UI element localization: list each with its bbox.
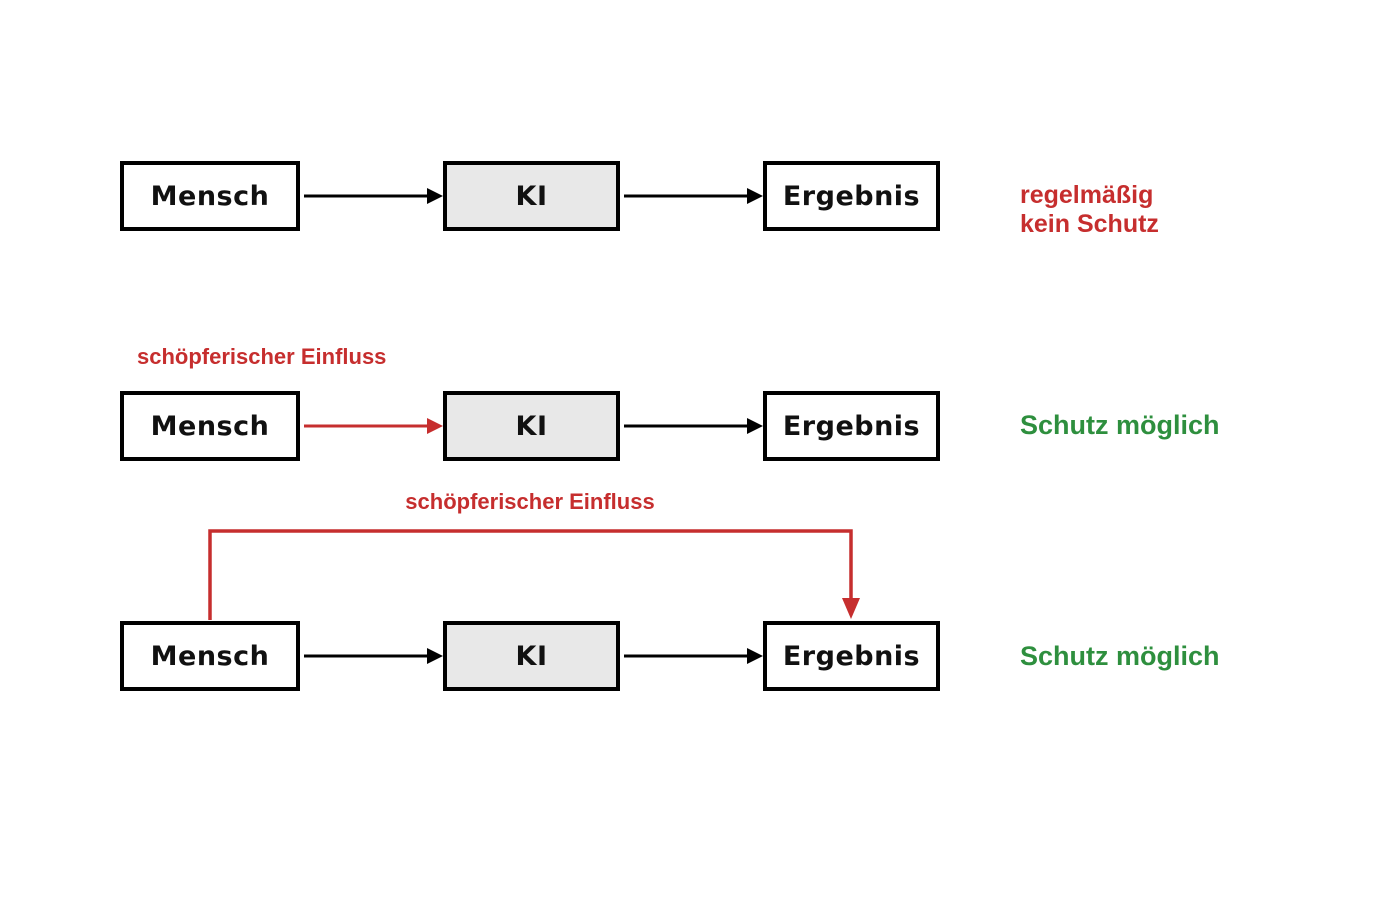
row3-ai-box: KI (443, 621, 620, 691)
row2-red-arrowhead-human-to-ai (427, 418, 443, 434)
row1-ai-box: KI (443, 161, 620, 231)
row1-status-note: regelmäßig kein Schutz (1020, 181, 1159, 239)
row1-arrowhead-ai-to-result (747, 188, 763, 204)
row2-influence-label: schöpferischer Einfluss (137, 344, 387, 369)
row3-status-note: Schutz möglich (1020, 641, 1220, 671)
row1-arrowhead-human-to-ai (427, 188, 443, 204)
row2-status-note: Schutz möglich (1020, 410, 1220, 440)
row1-status-note-line1: regelmäßig (1020, 181, 1154, 209)
row3-human-box: Mensch (120, 621, 300, 691)
row1-human-box: Mensch (120, 161, 300, 231)
row3-arrowhead-human-to-ai (427, 648, 443, 664)
row3-result-box: Ergebnis (763, 621, 940, 691)
row2-human-box: Mensch (120, 391, 300, 461)
row2-arrowhead-ai-to-result (747, 418, 763, 434)
row3-red-elbow-human-to-result (208, 529, 853, 620)
row3-influence-label: schöpferischer Einfluss (405, 489, 655, 514)
row1-result-box: Ergebnis (763, 161, 940, 231)
row3-red-arrowhead-to-result (842, 598, 860, 619)
row2-result-box: Ergebnis (763, 391, 940, 461)
row1-status-note-line2: kein Schutz (1020, 210, 1159, 238)
row2-ai-box: KI (443, 391, 620, 461)
row3-arrowhead-ai-to-result (747, 648, 763, 664)
